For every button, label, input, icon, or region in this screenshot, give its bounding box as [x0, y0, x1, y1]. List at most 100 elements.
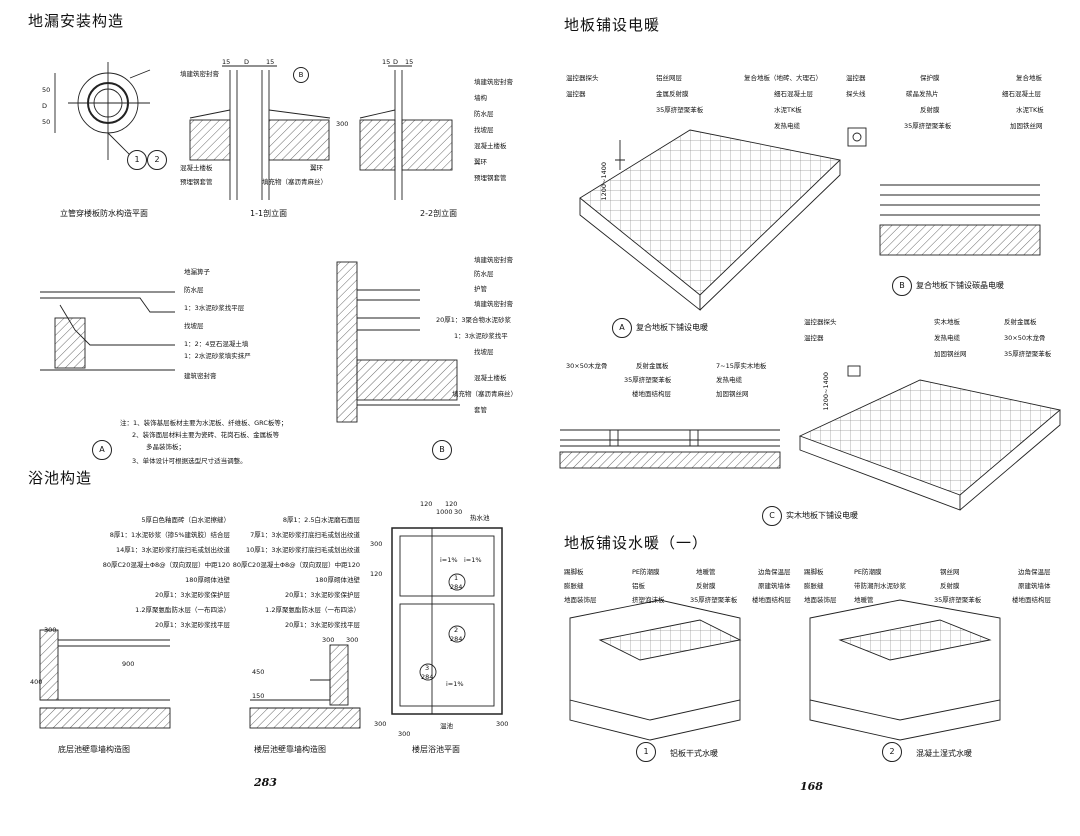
- figc-left-1: 温控器: [804, 334, 824, 342]
- fig6-dim-top-1: 1000: [436, 508, 453, 516]
- fig6-circle-3: 3: [425, 664, 430, 672]
- fig2-label-slab: 混凝土楼板: [180, 164, 213, 172]
- page-number-left: 283: [254, 776, 277, 789]
- figc-right-1: 30×50木龙骨: [1004, 334, 1046, 342]
- figb-label-7: 混凝土楼板: [474, 374, 507, 382]
- fig5-layer-2: 10厚1：3水泥砂浆打底扫毛或划出纹道: [245, 546, 360, 554]
- figa-label-2: 1：3水泥砂浆找平层: [184, 304, 245, 312]
- figc-mid-0: 实木地板: [934, 318, 960, 326]
- figa-right-right-2: 水泥TK板: [774, 106, 802, 114]
- fig5-dim-2: 450: [252, 668, 265, 676]
- fig1-right-1: 反射膜: [696, 582, 716, 590]
- fig6-dim-top-0: 120: [420, 500, 433, 508]
- fig2-dim-1: 15: [222, 58, 231, 66]
- figc-bubble: C: [762, 506, 782, 526]
- fig4-layer-3: 80厚C20混凝土Φ8@（双向双层）中距120: [102, 561, 230, 569]
- fig2-mid-1: 带防潮剂水泥砂浆: [854, 582, 906, 590]
- fig1-circle-2: 2: [147, 150, 167, 170]
- fig2-bubble: 2: [882, 742, 902, 762]
- fig6-circle-1-ref: 284: [450, 583, 463, 591]
- figb-right-mid-0: 保护膜: [920, 74, 940, 82]
- figb-right-right-0: 复合地板: [1016, 74, 1042, 82]
- section-label-mid-0: 反射金属板: [636, 362, 669, 370]
- figa-right-mid-2: 35厚挤塑聚苯板: [656, 106, 704, 114]
- electric-heating-a-drawing: [579, 129, 841, 311]
- fig3-caption: 2-2剖立面: [420, 209, 458, 218]
- fig5-dim-1: 300: [346, 636, 359, 644]
- fig2-mid-2: 地暖管: [854, 596, 874, 604]
- figb-right-mid-2: 反射膜: [920, 106, 940, 114]
- fig2-dim-3: 15: [266, 58, 275, 66]
- fig2-mid-0: PE防潮膜: [854, 568, 882, 576]
- figa-label-0: 地漏箅子: [184, 268, 210, 276]
- figb-right-right-3: 加固铁丝网: [1010, 122, 1043, 130]
- electric-heating-b-drawing: [847, 127, 1041, 256]
- section-label-right-0: 7~15厚实木地板: [716, 362, 767, 370]
- wood-floor-section-drawing: [559, 429, 781, 469]
- figa-label-3: 找坡层: [184, 322, 204, 330]
- section-title-floor-drain: 地漏安装构造: [28, 12, 125, 30]
- fig3-label-3: 找坡层: [474, 126, 494, 134]
- section-title-electric-heating: 地板铺设电暖: [564, 16, 661, 34]
- fig6-dim-left-1: 120: [370, 570, 383, 578]
- fig5-layer-1: 7厚1：3水泥砂浆打底扫毛或划出纹道: [250, 531, 360, 539]
- fig4-layer-6: 1.2厚聚氨酯防水层（一布四涂）: [135, 606, 230, 614]
- pipe-plan-drawing: [54, 62, 151, 161]
- figa-right-dim: 1200~1400: [600, 162, 608, 201]
- section-title-bath-pool: 浴池构造: [28, 469, 93, 487]
- fig2-left-0: 踢脚板: [804, 568, 824, 576]
- fig1-right-2: 35厚挤塑聚苯板: [690, 596, 738, 604]
- figc-left-0: 温控器探头: [804, 318, 837, 326]
- fig1-right-0: 地暖管: [696, 568, 716, 576]
- fig5-dim-3: 150: [252, 692, 265, 700]
- fig5-dim-0: 300: [322, 636, 335, 644]
- fig2-far-0: 边角保温层: [1018, 568, 1051, 576]
- fig4-layer-1: 8厚1：1水泥砂浆（掺5%建筑胶）结合层: [109, 531, 230, 539]
- figa-bubble: A: [92, 440, 112, 460]
- figa-label-4: 1：2：4豆石混凝土填: [184, 340, 249, 348]
- fig3-label-1: 墙构: [474, 94, 487, 102]
- section-1-1-drawing: [189, 65, 331, 200]
- figb-bubble: B: [432, 440, 452, 460]
- fig5-caption: 楼层池壁靠墙构造图: [254, 745, 326, 754]
- left-page-drawings: [39, 62, 503, 729]
- note-line-2: 2、装饰面层材料主要为瓷砖、花岗石板、金属板等: [132, 431, 280, 439]
- fig3-label-4: 混凝土楼板: [474, 142, 507, 150]
- note-line-1: 注：1、装饰基层板材主要为水泥板、纤维板、GRC板等；: [120, 419, 288, 427]
- figa-right-right-1: 细石混凝土层: [774, 90, 813, 98]
- pool-wall-upper-drawing: [249, 644, 361, 729]
- fig1-bubble: 1: [636, 742, 656, 762]
- fig1-far-1: 原建筑墙体: [758, 582, 791, 590]
- fig5-layer-4: 180厚砌体池壁: [315, 576, 360, 584]
- figa-label-6: 建筑密封膏: [184, 372, 217, 380]
- fig4-dim-300: 300: [44, 626, 57, 634]
- note-line-4: 3、单体设计可根据选型尺寸适当调整。: [132, 457, 247, 465]
- pool-wall-ground-drawing: [39, 629, 171, 729]
- fig4-dim-400: 400: [30, 678, 43, 686]
- figa-right-right-0: 复合地板（地砖、大理石）: [744, 74, 822, 82]
- fig2-right-1: 反射膜: [940, 582, 960, 590]
- water-heating-1-drawing: [569, 599, 742, 741]
- pool-plan-drawing: [391, 527, 503, 715]
- fig3-label-5: 翼环: [474, 158, 487, 166]
- fig2-caption: 混凝土湿式水暖: [916, 749, 972, 758]
- section-2-2-drawing: [359, 65, 453, 200]
- figb-label-0: 填建筑密封膏: [474, 256, 513, 264]
- figc-dim: 1200~1400: [822, 372, 830, 411]
- fig6-label-warm-pool: 温池: [440, 722, 453, 730]
- fig3-dim-2: D: [393, 58, 399, 66]
- figb-right-left-1: 探头线: [846, 90, 866, 98]
- figa-right-bubble: A: [612, 318, 632, 338]
- right-page-drawings: [559, 127, 1061, 741]
- fig4-layer-5: 20厚1：3水泥砂浆保护层: [154, 591, 230, 599]
- fig4-caption: 底层池壁靠墙构造图: [58, 745, 130, 754]
- dim-d: D: [42, 102, 48, 110]
- note-line-3: 多晶装饰板；: [146, 443, 185, 451]
- fig2-right-2: 35厚挤塑聚苯板: [934, 596, 982, 604]
- section-title-water-heating: 地板铺设水暖（一）: [564, 534, 709, 552]
- dim-50-top: 50: [42, 86, 51, 94]
- fig6-dim-bottom-0: 300: [374, 720, 387, 728]
- fig6-caption: 楼层浴池平面: [412, 745, 460, 754]
- figb-label-4: 20厚1：3聚合物水泥砂浆: [436, 316, 512, 324]
- figb-right-mid-1: 碳晶发热片: [906, 90, 939, 98]
